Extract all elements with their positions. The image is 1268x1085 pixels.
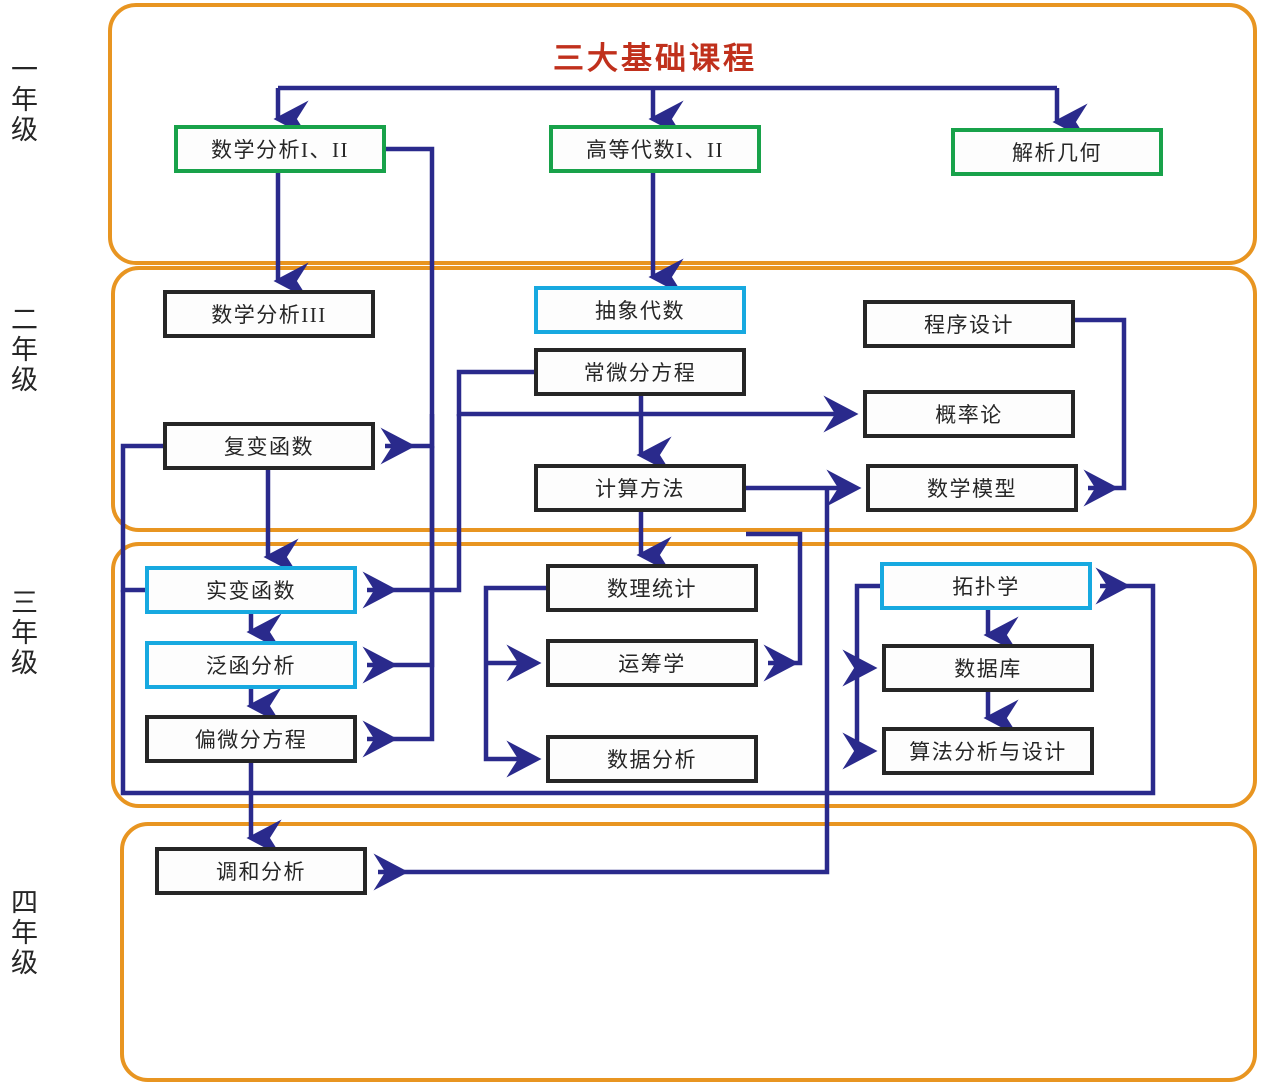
edge-topology-rail-to-algorithm xyxy=(842,668,878,770)
node-math-analysis-3[interactable]: 数学分析III xyxy=(163,290,375,338)
node-real-analysis[interactable]: 实变函数 xyxy=(145,566,357,614)
node-math-analysis-1-2[interactable]: 数学分析I、II xyxy=(174,125,386,173)
node-harmonic-analysis[interactable]: 调和分析 xyxy=(155,847,367,895)
node-functional-analysis[interactable]: 泛函分析 xyxy=(145,641,357,689)
edge-statistics-to-data-analysis xyxy=(483,585,546,778)
node-math-modeling[interactable]: 数学模型 xyxy=(866,464,1078,512)
node-abstract-algebra[interactable]: 抽象代数 xyxy=(534,286,746,334)
year-label-2: 二年级 xyxy=(7,305,37,395)
edge-numerical-to-operations xyxy=(746,531,803,682)
node-advanced-algebra-1-2[interactable]: 高等代数I、II xyxy=(549,125,761,173)
year-label-3: 三年级 xyxy=(7,588,37,678)
edge-ode-to-probability xyxy=(456,369,859,433)
edge-topology-left-rail xyxy=(842,583,880,687)
edge-programming-to-modeling xyxy=(1075,317,1127,507)
node-math-statistics[interactable]: 数理统计 xyxy=(546,564,758,612)
node-operations-research[interactable]: 运筹学 xyxy=(546,639,758,687)
node-database[interactable]: 数据库 xyxy=(882,644,1094,692)
year-label-4: 四年级 xyxy=(7,888,37,978)
node-algorithm-design[interactable]: 算法分析与设计 xyxy=(882,727,1094,775)
edge-bottom-rail xyxy=(120,567,1156,796)
group-year-2 xyxy=(111,266,1257,532)
edge-ode-to-functional xyxy=(362,446,435,684)
node-ode[interactable]: 常微分方程 xyxy=(534,348,746,396)
node-pde[interactable]: 偏微分方程 xyxy=(145,715,357,763)
edge-bus-to-complex-analysis xyxy=(380,414,435,465)
node-programming[interactable]: 程序设计 xyxy=(863,300,1075,348)
group-year-3 xyxy=(111,542,1257,808)
edge-complex-left-rail xyxy=(120,443,163,593)
group-year-4 xyxy=(120,822,1257,1082)
node-complex-analysis[interactable]: 复变函数 xyxy=(163,422,375,470)
node-numerical-methods[interactable]: 计算方法 xyxy=(534,464,746,512)
node-data-analysis[interactable]: 数据分析 xyxy=(546,735,758,783)
node-analytic-geometry[interactable]: 解析几何 xyxy=(951,128,1163,176)
edge-modeling-rail-down xyxy=(373,488,830,891)
year-label-1: 一年级 xyxy=(7,55,37,145)
node-probability[interactable]: 概率论 xyxy=(863,390,1075,438)
page-title: 三大基础课程 xyxy=(553,41,757,76)
edge-ode-branch-down xyxy=(362,414,462,609)
node-topology[interactable]: 拓扑学 xyxy=(880,562,1092,610)
